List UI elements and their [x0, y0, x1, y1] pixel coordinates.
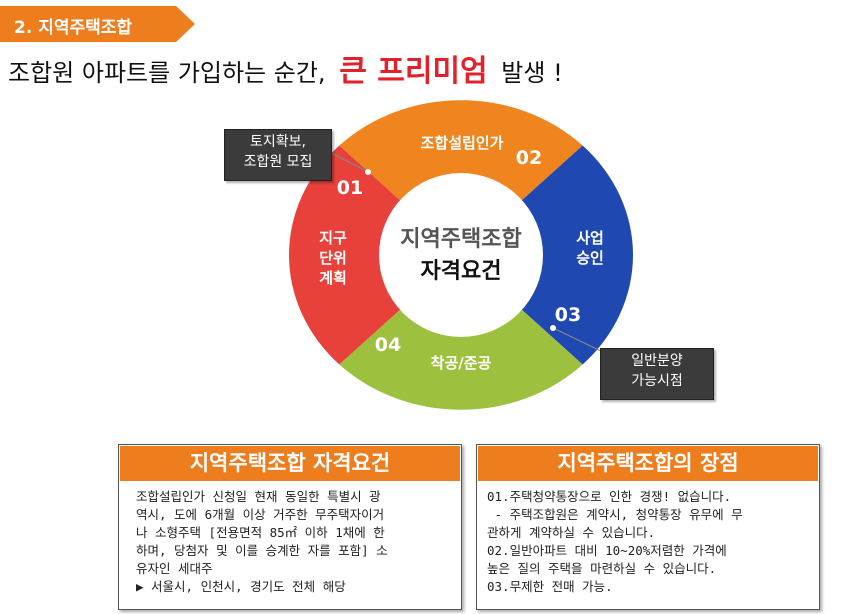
- headline-before: 조합원 아파트를 가입하는 순간,: [8, 59, 326, 87]
- segment-01-number: 01: [337, 177, 363, 199]
- qualification-line: 역시, 도에 6개월 이상 거주한 무주택자이거: [136, 507, 385, 522]
- callout-land-acquisition: 토지확보, 조합원 모집: [224, 129, 332, 181]
- advantages-title: 지역주택조합의 장점: [478, 446, 818, 481]
- ring-center: [379, 173, 543, 337]
- segment-03: [461, 145, 634, 365]
- process-ring: 지역주택조합 자격요건 01 지구 단위 계획 조합설립인가 02 사업 승인 …: [289, 100, 634, 410]
- qualification-line: 하며, 당첨자 및 이를 승계한 자를 포함] 소: [136, 543, 388, 558]
- callout-line: 조합원 모집: [243, 154, 313, 170]
- qualification-title: 지역주택조합 자격요건: [120, 446, 460, 481]
- segment-01-label: 지구: [319, 229, 347, 247]
- section-tag: 2. 지역주택조합: [0, 6, 195, 42]
- segment-02-label: 조합설립인가: [421, 134, 504, 152]
- segment-01-label: 계획: [319, 269, 347, 287]
- qualification-box: 지역주택조합 자격요건 조합설립인가 신청일 현재 동일한 특별시 광 역시, …: [118, 444, 462, 610]
- advantages-line: - 주택조합원은 계약시, 청약통장 유무에 무: [487, 507, 743, 522]
- callout-connector: [552, 327, 604, 353]
- segment-03-label: 승인: [576, 249, 604, 267]
- segment-03-number: 03: [555, 304, 581, 326]
- callout-line: 일반분양: [631, 353, 683, 369]
- segment-01: [289, 145, 461, 365]
- advantages-line: 높은 질의 주택을 마련하실 수 있습니다.: [487, 561, 717, 576]
- ring-center-title: 지역주택조합: [400, 226, 521, 252]
- advantages-line: 관하게 계약하실 수 있습니다.: [487, 525, 656, 540]
- ring-center-subtitle: 자격요건: [421, 259, 502, 284]
- advantages-line: 01.주택청약통장으로 인한 경쟁! 없습니다.: [487, 489, 732, 504]
- headline: 조합원 아파트를 가입하는 순간, 큰 프리미엄 발생 !: [8, 46, 563, 90]
- segment-02-number: 02: [516, 147, 542, 169]
- callout-line: 가능시점: [631, 373, 683, 389]
- qualification-line: 조합설립인가 신청일 현재 동일한 특별시 광: [136, 489, 381, 504]
- segment-03-label: 사업: [576, 229, 604, 247]
- advantages-line: 03.무제한 전매 가능.: [487, 579, 613, 594]
- qualification-line: 유자인 세대주: [136, 561, 213, 576]
- callout-dot: [550, 325, 556, 331]
- qualification-line: 나 소형주택 [전용면적 85㎡ 이하 1채에 한: [136, 525, 385, 540]
- section-tag-label: 2. 지역주택조합: [14, 18, 133, 38]
- callout-line: 토지확보,: [250, 134, 306, 150]
- headline-after: 발생 !: [501, 59, 563, 87]
- segment-04-label: 착공/준공: [431, 354, 492, 372]
- segment-01-label: 단위: [319, 249, 347, 267]
- callout-general-sale: 일반분양 가능시점: [600, 348, 714, 400]
- headline-highlight: 큰 프리미엄: [339, 54, 488, 89]
- advantages-line: 02.일반아파트 대비 10~20%저렴한 가격에: [487, 543, 727, 558]
- segment-04-number: 04: [375, 334, 401, 356]
- qualification-line: ▶ 서울시, 인천시, 경기도 전체 해당: [136, 579, 346, 594]
- callout-dot: [365, 169, 371, 175]
- advantages-box: 지역주택조합의 장점 01.주택청약통장으로 인한 경쟁! 없습니다. - 주택…: [476, 444, 820, 610]
